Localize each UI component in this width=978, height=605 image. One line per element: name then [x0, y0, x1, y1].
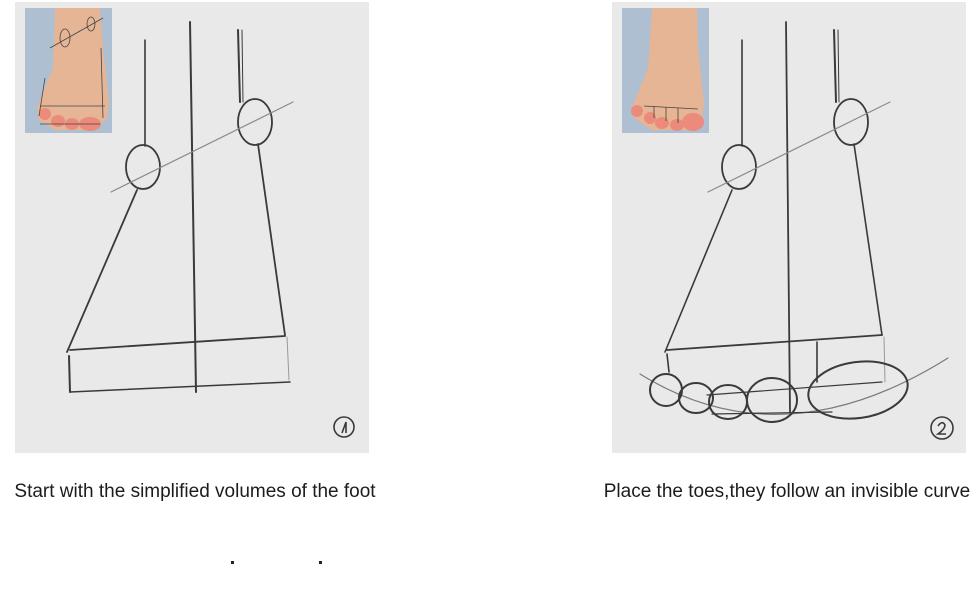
step-number-1-icon	[341, 421, 347, 434]
foot-photo-icon	[25, 8, 112, 133]
step-2-caption: Place the toes,they follow an invisible …	[603, 481, 971, 502]
reference-photo-1	[25, 8, 112, 133]
reference-photo-2	[622, 8, 709, 133]
decorative-dot	[319, 561, 322, 564]
step-2-drawing-panel	[612, 2, 966, 453]
step-number-2-icon	[935, 421, 946, 435]
foot-volume-sketch	[66, 21, 355, 438]
foot-toes-sketch	[639, 21, 954, 440]
step-1-drawing-panel	[15, 2, 369, 453]
decorative-dot	[231, 561, 234, 564]
step-1-caption: Start with the simplified volumes of the…	[14, 481, 376, 502]
foot-photo-icon	[622, 8, 709, 133]
